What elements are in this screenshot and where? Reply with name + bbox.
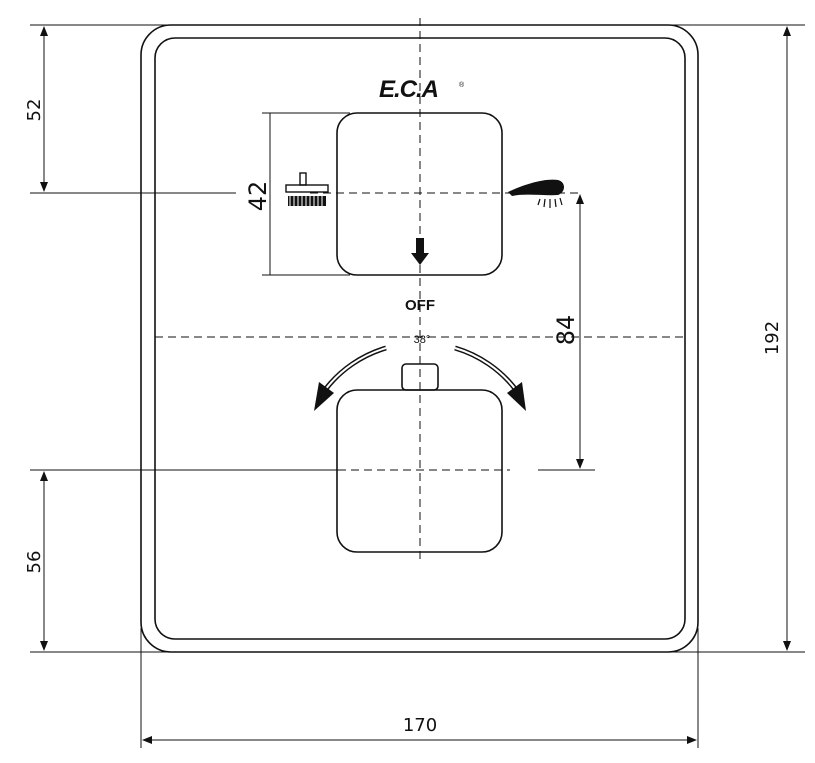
dimension-total-height: 192	[762, 321, 783, 355]
rotate-left-arrow-icon	[314, 345, 387, 411]
eca-logo: E.C.A ®	[379, 76, 465, 103]
bath-spout-icon	[285, 172, 329, 206]
down-arrow-icon	[411, 238, 429, 265]
temperature-label: 38°	[414, 334, 431, 346]
dimension-total-width: 170	[403, 715, 437, 736]
svg-text:E.C.A: E.C.A	[379, 76, 438, 103]
dimension-top-offset: 52	[24, 99, 45, 122]
svg-text:®: ®	[459, 81, 465, 89]
hand-shower-icon	[508, 179, 564, 208]
dimension-handle-spacing: 84	[552, 315, 580, 346]
dimension-bottom-offset: 56	[24, 551, 45, 574]
rotate-right-arrow-icon	[454, 345, 526, 411]
off-label: OFF	[405, 297, 435, 314]
dimension-upper-handle-height: 42	[244, 181, 272, 212]
